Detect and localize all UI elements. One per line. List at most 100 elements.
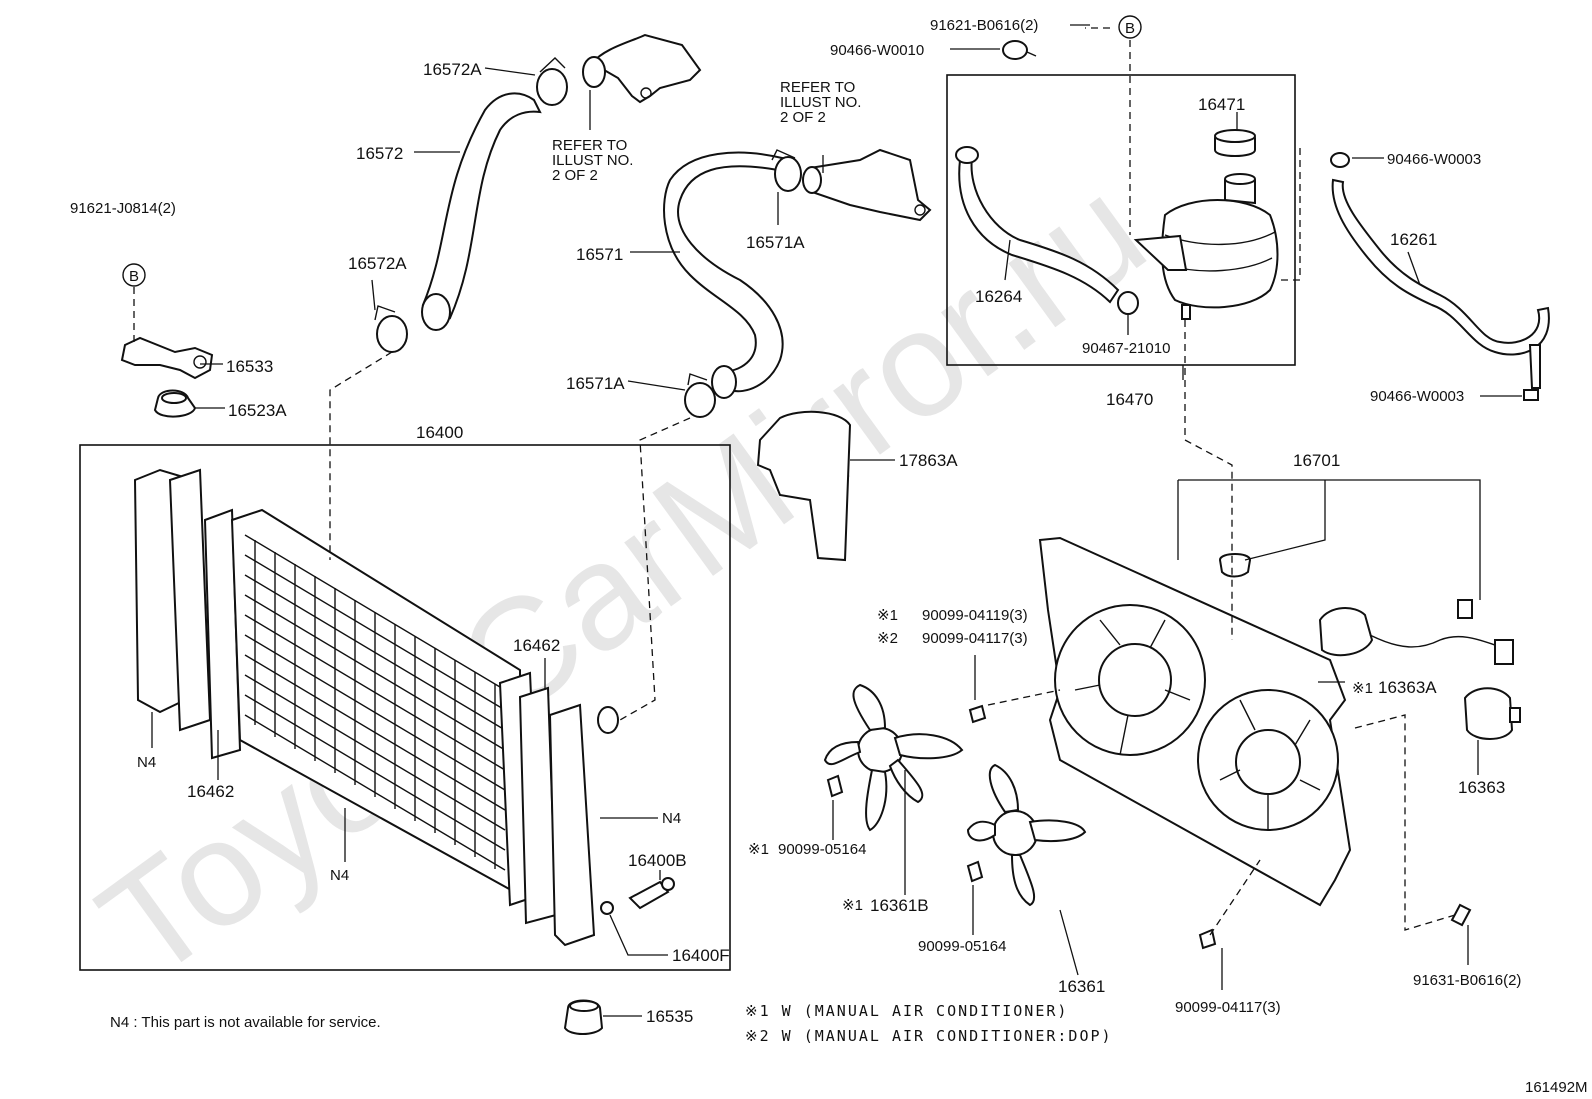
label-mark1-d: ※1 — [842, 897, 863, 914]
dashed-guide — [1184, 320, 1233, 640]
b-marker-top-text: B — [1125, 20, 1135, 37]
label-16400: 16400 — [416, 423, 463, 442]
label-16523A: 16523A — [228, 401, 287, 420]
label-16462-left: 16462 — [187, 782, 234, 801]
b-marker-left: B — [122, 263, 146, 287]
label-n4-bottom: N4 — [330, 867, 349, 884]
label-90466-W0003-low: 90466-W0003 — [1370, 388, 1464, 405]
label-16470: 16470 — [1106, 390, 1153, 409]
reservoir-tank[interactable] — [1133, 173, 1279, 320]
n4-service-note: N4 : This part is not available for serv… — [110, 1014, 381, 1031]
label-16261: 16261 — [1390, 230, 1437, 249]
label-16572A-top: 16572A — [423, 60, 482, 79]
air-guide-17863A[interactable] — [756, 410, 852, 562]
label-90466-W0010: 90466-W0010 — [830, 42, 924, 59]
label-16572A-low: 16572A — [348, 254, 407, 273]
leader-line — [371, 279, 376, 311]
nut-90099-05164-b[interactable] — [966, 860, 984, 883]
label-16264: 16264 — [975, 287, 1022, 306]
dashed-guide — [1354, 714, 1456, 931]
refer-note-1-line1: REFER TO — [552, 137, 627, 154]
label-16572: 16572 — [356, 144, 403, 163]
label-90467-21010: 90467-21010 — [1082, 340, 1170, 357]
reservoir-hose-16264[interactable] — [955, 146, 1120, 304]
footnote-2: ※2 W (MANUAL AIR CONDITIONER:DOP) — [745, 1027, 1113, 1045]
bolt-90099-04117[interactable] — [1198, 928, 1217, 950]
label-mark1-a: ※1 — [877, 607, 898, 624]
cushion-16535[interactable] — [563, 999, 604, 1035]
radiator-assembly-frame — [79, 444, 731, 971]
fan-shroud-16711[interactable] — [1038, 536, 1352, 907]
clamp-90466-W0003-top[interactable] — [1330, 152, 1350, 168]
dashed-guide — [619, 417, 691, 721]
fan-16361[interactable] — [966, 763, 1087, 907]
radiator-core[interactable] — [133, 468, 619, 947]
lower-radiator-hose[interactable] — [663, 151, 784, 399]
water-inlet-lower — [802, 148, 932, 222]
label-16571A-low: 16571A — [566, 374, 625, 393]
label-90099-05164-a: 90099-05164 — [778, 841, 866, 858]
label-90099-04117-b: 90099-04117(3) — [1175, 999, 1281, 1016]
b-marker-left-text: B — [129, 268, 139, 285]
leader-line — [1407, 251, 1421, 286]
label-90099-04117-a: 90099-04117(3) — [922, 630, 1028, 647]
upper-radiator-hose[interactable] — [421, 92, 542, 331]
label-16361: 16361 — [1058, 977, 1105, 996]
label-n4-left: N4 — [137, 754, 156, 771]
label-17863A: 17863A — [899, 451, 958, 470]
hose-clamp-90466-W0010[interactable] — [1002, 40, 1037, 60]
bolt-90099-04119[interactable] — [968, 704, 987, 724]
label-16535: 16535 — [646, 1007, 693, 1026]
leader-line — [627, 380, 686, 391]
hose-clamp-16571A-top[interactable] — [771, 149, 802, 192]
label-16571A-top: 16571A — [746, 233, 805, 252]
refer-note-2-line2: ILLUST NO. — [780, 94, 861, 111]
label-16363A: 16363A — [1378, 678, 1437, 697]
label-mark1-b: ※1 — [1352, 680, 1373, 697]
label-16462-top: 16462 — [513, 636, 560, 655]
dashed-guide — [1209, 859, 1261, 936]
leader-line — [484, 67, 536, 76]
refer-note-2-line1: REFER TO — [780, 79, 855, 96]
b-marker-top: B — [1118, 15, 1142, 39]
label-16400F: 16400F — [672, 946, 730, 965]
drain-cock-16400B[interactable] — [628, 877, 675, 910]
label-mark1-c: ※1 — [748, 841, 769, 858]
drain-o-ring-16400F[interactable] — [600, 901, 614, 915]
fan-16361B[interactable] — [823, 683, 964, 832]
label-91631-B0616: 91631-B0616(2) — [1413, 972, 1521, 989]
refer-note-2-line3: 2 OF 2 — [780, 109, 826, 126]
bolt-91631-B0616[interactable] — [1450, 903, 1472, 927]
hose-clamp-16572A-top[interactable] — [536, 57, 568, 106]
label-16533: 16533 — [226, 357, 273, 376]
water-outlet-upper — [582, 33, 702, 104]
fan-motor-16363[interactable] — [1463, 687, 1521, 740]
label-mark2-a: ※2 — [877, 630, 898, 647]
label-91621-J0814: 91621-J0814(2) — [70, 200, 176, 217]
dashed-guide — [987, 689, 1061, 706]
grommet-16701[interactable] — [1218, 553, 1252, 578]
cushion-16523A[interactable] — [153, 389, 197, 418]
label-16571: 16571 — [576, 245, 623, 264]
hose-clamp-16572A-low[interactable] — [374, 305, 408, 353]
label-90099-05164-b: 90099-05164 — [918, 938, 1006, 955]
refer-note-1-line3: 2 OF 2 — [552, 167, 598, 184]
hose-clamp-16571A-low[interactable] — [684, 373, 716, 418]
label-16471: 16471 — [1198, 95, 1245, 114]
reservoir-cap[interactable] — [1214, 129, 1256, 157]
label-91621-B0616: 91621-B0616(2) — [930, 17, 1038, 34]
leader-line — [1004, 239, 1011, 281]
hose-clip-90467-21010[interactable] — [1117, 291, 1139, 315]
leader-line — [1059, 909, 1079, 976]
clamp-90466-W0003-low[interactable] — [1523, 389, 1539, 401]
label-90099-04119: 90099-04119(3) — [922, 607, 1028, 624]
label-16361B: 16361B — [870, 896, 929, 915]
bracket-16533[interactable] — [120, 336, 214, 380]
nut-90099-05164-a[interactable] — [826, 774, 844, 798]
reservoir-assembly-frame — [946, 74, 1296, 366]
overflow-hose-16261[interactable] — [1331, 178, 1550, 389]
label-16363: 16363 — [1458, 778, 1505, 797]
fan-motor-16363A[interactable] — [1318, 607, 1514, 665]
label-16701: 16701 — [1293, 451, 1340, 470]
